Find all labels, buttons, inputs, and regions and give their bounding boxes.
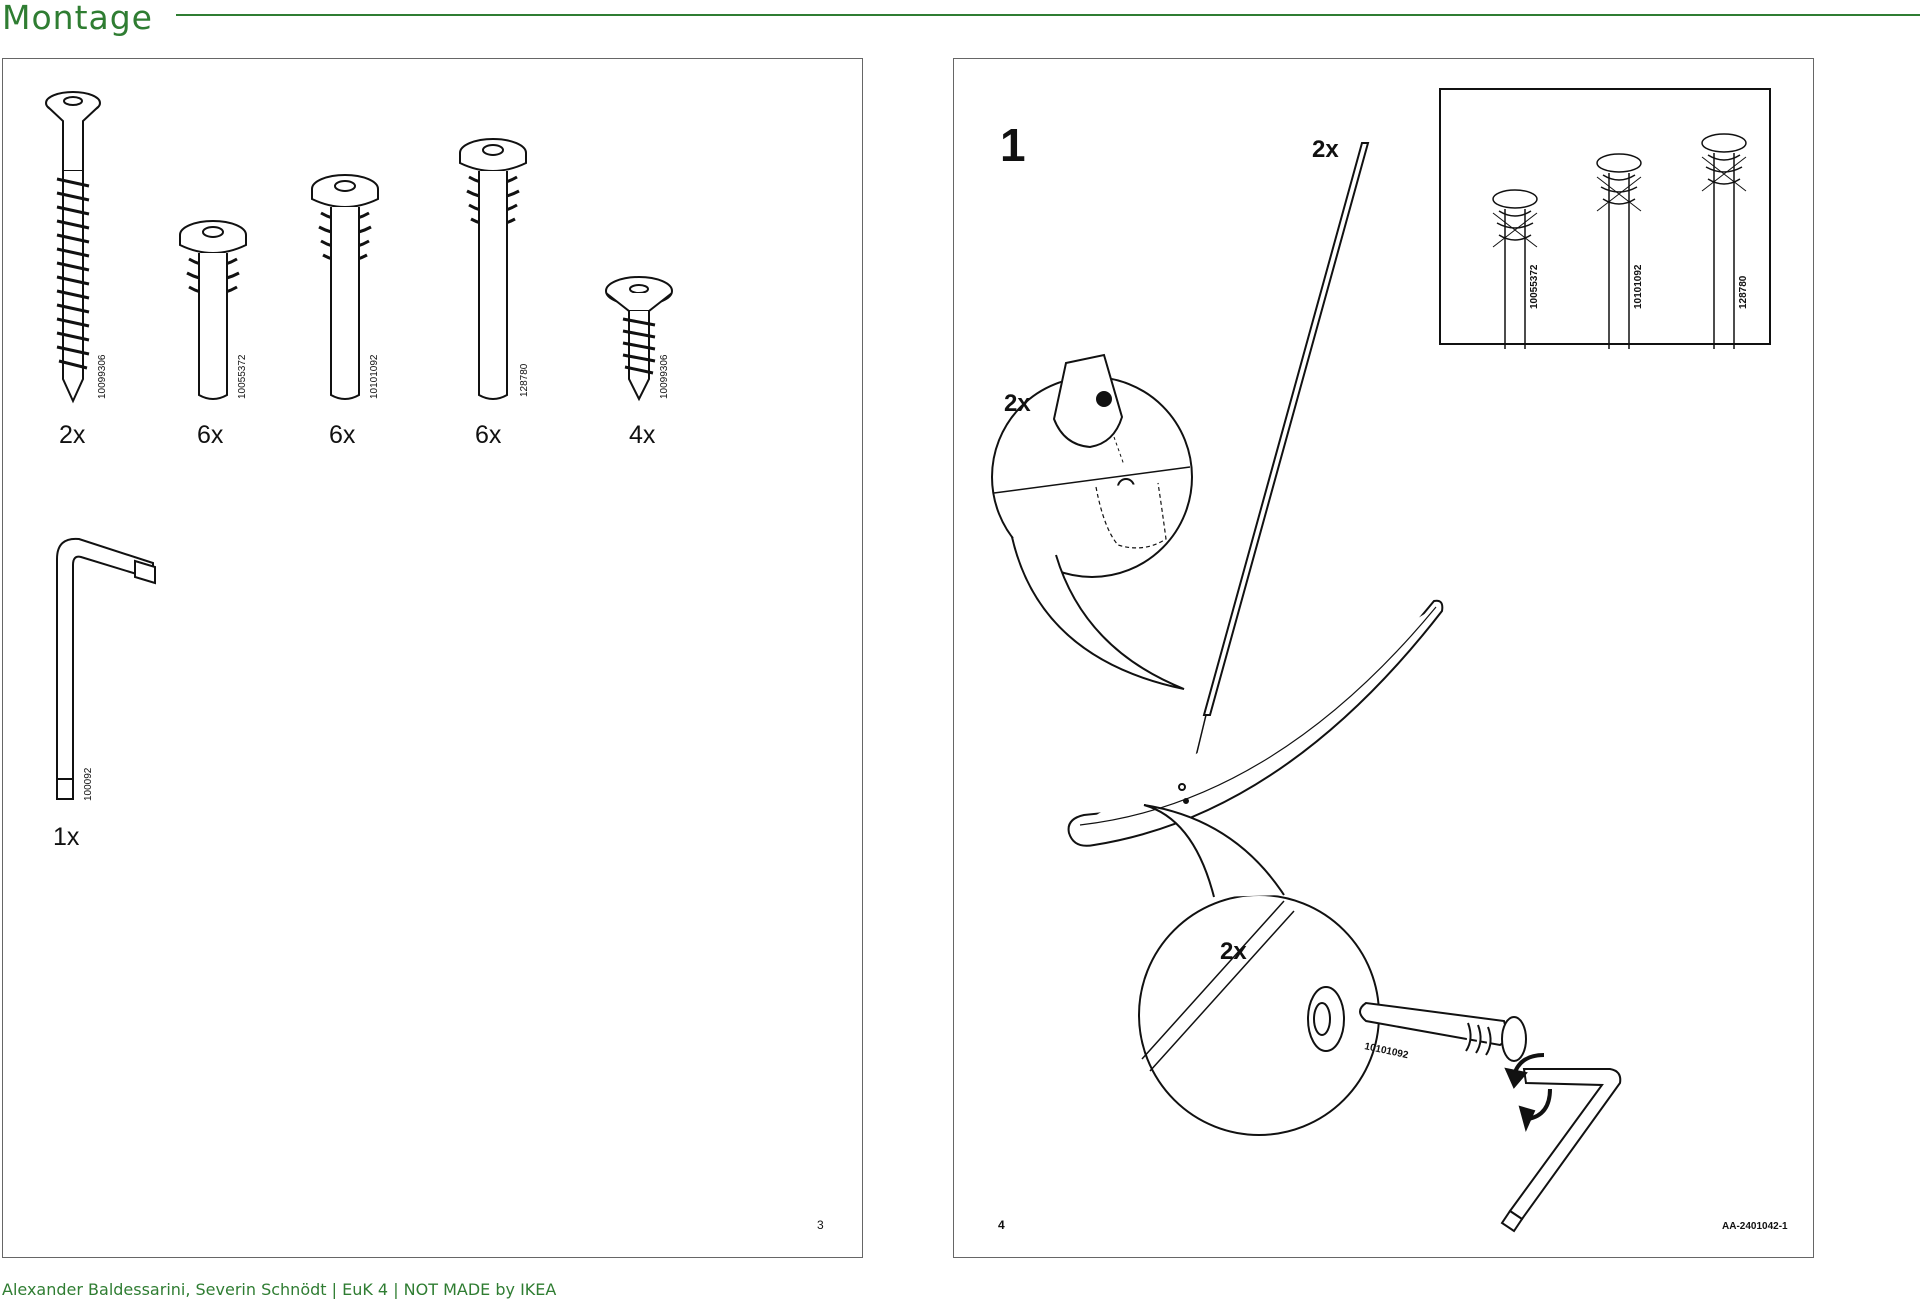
part-code: 10099306 [659,354,670,399]
warning-inset-box [1439,88,1771,345]
instruction-page-step-1: 1 2x [953,58,1814,1258]
part-quantity: 6x [197,421,224,449]
part-quantity: 4x [629,421,656,449]
bolt-detail-icon [1359,1001,1508,1047]
instruction-page-parts: 10099306 10055372 10101092 128780 100993… [2,58,863,1258]
allen-key-icon [1508,1068,1622,1221]
header-rule [176,14,1920,16]
page-title: Montage [2,0,153,37]
detail-quantity: 2x [1004,390,1031,417]
connector-bolt-short-icon [179,220,247,400]
part-code: 10101092 [369,354,380,399]
part-quantity: 6x [329,421,356,449]
step-number: 1 [1000,119,1026,171]
part-code: 10055372 [237,354,248,399]
detail-quantity: 2x [1220,938,1247,965]
support-rod-icon [1202,142,1370,716]
page-number: 3 [817,1218,824,1232]
allen-key-icon [56,537,156,800]
short-wood-screw-icon [605,276,673,402]
footer-credit: Alexander Baldessarini, Severin Schnödt … [2,1280,557,1299]
tool-code: 100092 [83,767,94,801]
page-number: 4 [998,1218,1005,1232]
connector-bolt-long-icon [459,138,527,400]
rod-quantity: 2x [1312,136,1339,163]
wrong-bolts-warning-icon [1492,133,1747,349]
part-code: 128780 [519,363,530,397]
part-quantity: 2x [59,421,86,449]
part-quantity: 6x [475,421,502,449]
warning-code: 10055372 [1529,264,1540,309]
tool-quantity: 1x [53,823,80,851]
document-code: AA-2401042-1 [1722,1221,1788,1232]
warning-code: 128780 [1738,275,1749,309]
connector-bolt-medium-icon [311,174,379,400]
warning-code: 10101092 [1633,264,1644,309]
long-wood-screw-icon [45,91,101,404]
part-code: 10099306 [97,354,108,399]
